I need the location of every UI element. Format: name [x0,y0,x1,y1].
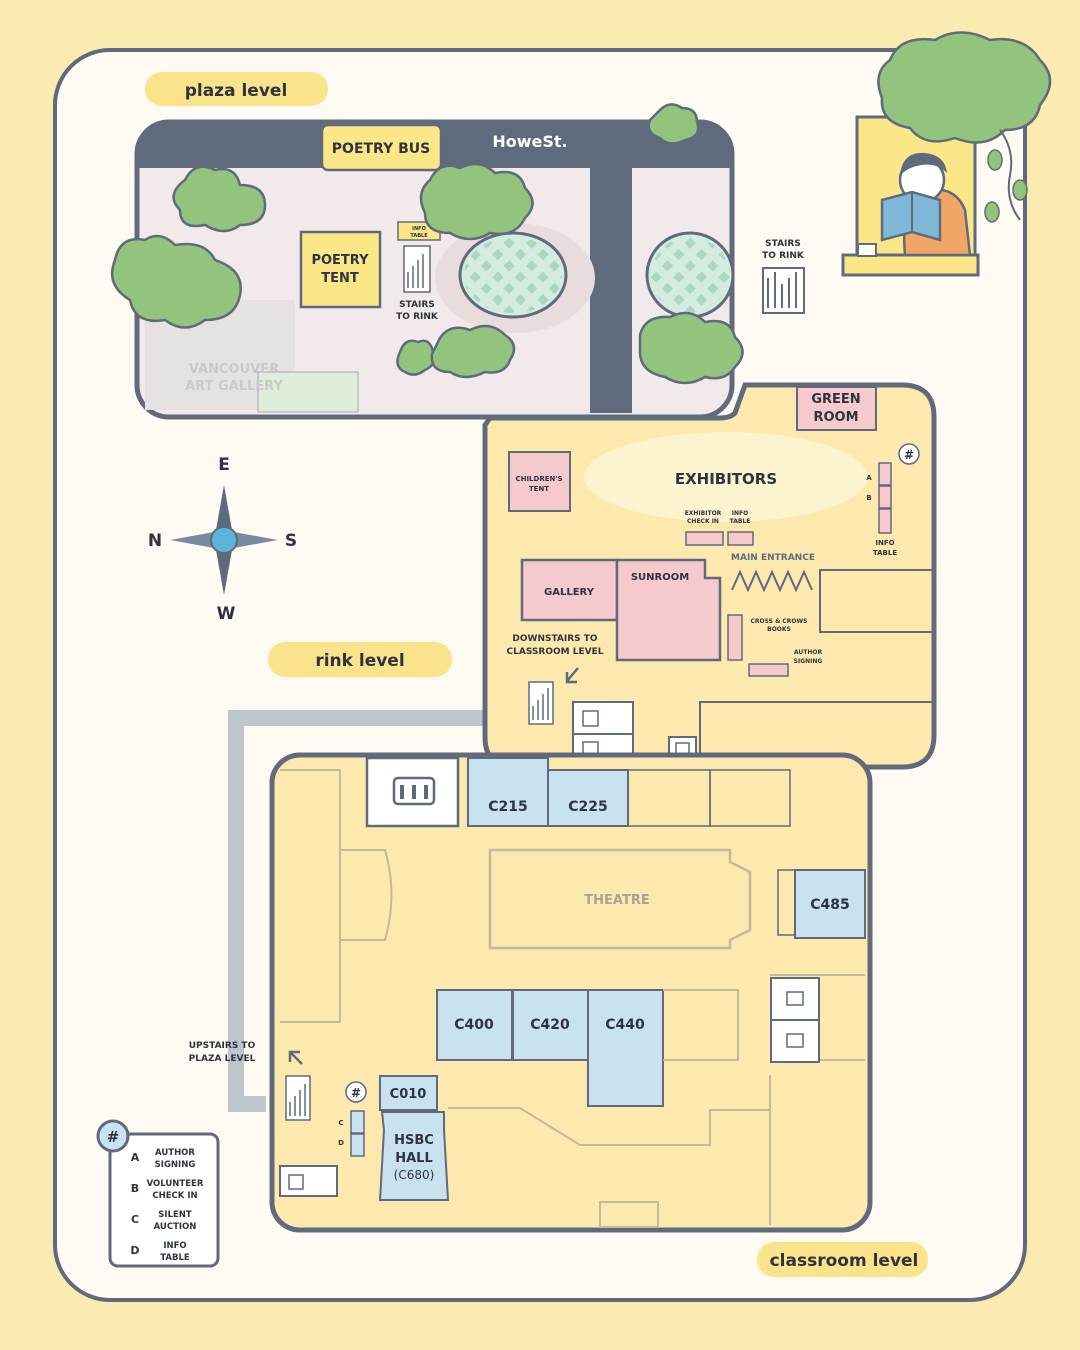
classroom-stairs-icon [285,1075,311,1121]
rink-letter-b: B [866,494,871,502]
childrens-tent-label-1: CHILDREN'S [515,475,562,483]
rink-level-label: rink level [315,651,404,671]
rink-hash: # [904,448,914,462]
cross-crows-label-2: BOOKS [767,626,791,633]
legend-letter: C [131,1213,139,1226]
downstairs-label-2: CLASSROOM LEVEL [507,647,604,657]
green-room-label-2: ROOM [813,410,858,425]
art-gallery-label-2: ART GALLERY [185,379,283,394]
compass-west: W [217,604,236,624]
plaza-info-table-label-2: TABLE [410,233,428,239]
room-c225: C225 [568,799,608,815]
fountain-left [458,231,568,319]
rink-author-signing-label-1: AUTHOR [794,649,823,656]
poetry-tent: POETRY TENT [299,230,382,309]
classroom-letter-d: D [338,1139,344,1147]
compass-north: N [148,531,162,551]
room-c215: C215 [488,799,528,815]
legend-item-label: SIGNING [155,1160,196,1170]
plaza-stairs-label-2: TO RINK [396,312,439,322]
rink-info-right-label-2: TABLE [873,549,897,557]
legend-hash: # [107,1128,120,1146]
compass-east: E [218,455,230,475]
room-c420: C420 [530,1017,570,1033]
green-room-label-1: GREEN [811,392,860,407]
classroom-level-label: classroom level [770,1251,919,1271]
legend-item-label: INFO [163,1241,186,1251]
accessible-washroom-icon [582,710,599,727]
rink-info-label-1: INFO [732,510,748,517]
outside-stairs-label-1: STAIRS [765,239,801,249]
compass: E N S W [148,455,297,624]
plaza-stairs-label-1: STAIRS [399,300,435,310]
legend-item-label: TABLE [160,1253,190,1263]
legend-item-label: AUTHOR [155,1148,195,1158]
classroom-level-pill: classroom level [757,1242,928,1277]
room-c485: C485 [810,897,850,913]
exhibitor-checkin-label-2: CHECK IN [687,518,719,525]
fountain-right [645,231,735,319]
legend-item-label: CHECK IN [152,1191,197,1201]
main-entrance-label: MAIN ENTRANCE [731,553,815,563]
elevator-icon [392,776,436,806]
room-c400: C400 [454,1017,494,1033]
upstairs-label-1: UPSTAIRS TO [189,1041,256,1051]
rink-stairs-icon [528,681,554,725]
rink-level-pill: rink level [268,642,452,677]
washroom-icon-2 [786,1033,804,1048]
accessible-washroom-icon-2 [288,1174,304,1190]
cross-crows-label-1: CROSS & CROWS [751,618,808,625]
poetry-tent-label-1: POETRY [311,253,369,268]
theatre-label: THEATRE [584,893,649,908]
rink-info-label-2: TABLE [730,518,751,525]
classroom-letter-c: C [338,1119,343,1127]
gallery-label: GALLERY [544,587,595,598]
plaza-trees [110,103,744,385]
compass-south: S [285,531,297,551]
childrens-tent-label-2: TENT [529,485,549,493]
legend-letter: D [130,1244,139,1257]
hsbc-hall-label-3: (C680) [394,1168,435,1182]
legend-item-label: AUCTION [154,1222,197,1232]
rink-author-signing-label-2: SIGNING [794,658,823,665]
rink-info-right-label-1: INFO [875,539,894,547]
poetry-tent-label-2: TENT [321,271,359,286]
reader-illustration [841,31,1052,277]
plaza-level-label: plaza level [185,81,288,101]
legend-item-label: SILENT [158,1210,192,1220]
plaza-info-table-label-1: INFO [412,226,426,232]
plaza-stairs-icon [403,245,431,293]
plaza-level-pill: plaza level [145,72,328,106]
legend: # A AUTHOR SIGNING B VOLUNTEER CHECK IN C SILEN… [96,1119,220,1268]
exhibitor-checkin-label-1: EXHIBITOR [685,510,722,517]
plaza-level-map: HoweSt. POETRY BUS POETRY TENT [110,103,744,420]
exhibitors-label: EXHIBITORS [675,470,777,488]
outside-stairs-icon [762,267,805,314]
upstairs-label-2: PLAZA LEVEL [189,1054,256,1064]
hsbc-hall-label-2: HALL [395,1151,433,1166]
poetry-bus: POETRY BUS [320,123,443,172]
downstairs-label-1: DOWNSTAIRS TO [512,634,598,644]
sunroom-label: SUNROOM [631,572,689,583]
legend-letter: B [131,1182,139,1195]
legend-letter: A [131,1151,140,1164]
room-c010: C010 [390,1087,427,1102]
stair-connector-path [228,710,530,1112]
outside-stairs-label-2: TO RINK [762,251,805,261]
art-gallery-label-1: VANCOUVER [189,362,279,377]
classroom-hash: # [351,1086,361,1100]
rink-letter-a: A [866,474,872,482]
poetry-bus-label: POETRY BUS [332,141,430,157]
washroom-icon-1 [786,991,804,1006]
hsbc-hall-label-1: HSBC [394,1133,434,1148]
classroom-level-map: C215 C225 THEATRE C485 C400 C420 C440 C0… [269,752,873,1233]
rink-level-map: GREEN ROOM EXHIBITORS CHILDREN'S TENT EX… [482,382,937,770]
room-c440: C440 [605,1017,645,1033]
street-label: HoweSt. [492,132,567,151]
legend-item-label: VOLUNTEER [147,1179,204,1189]
